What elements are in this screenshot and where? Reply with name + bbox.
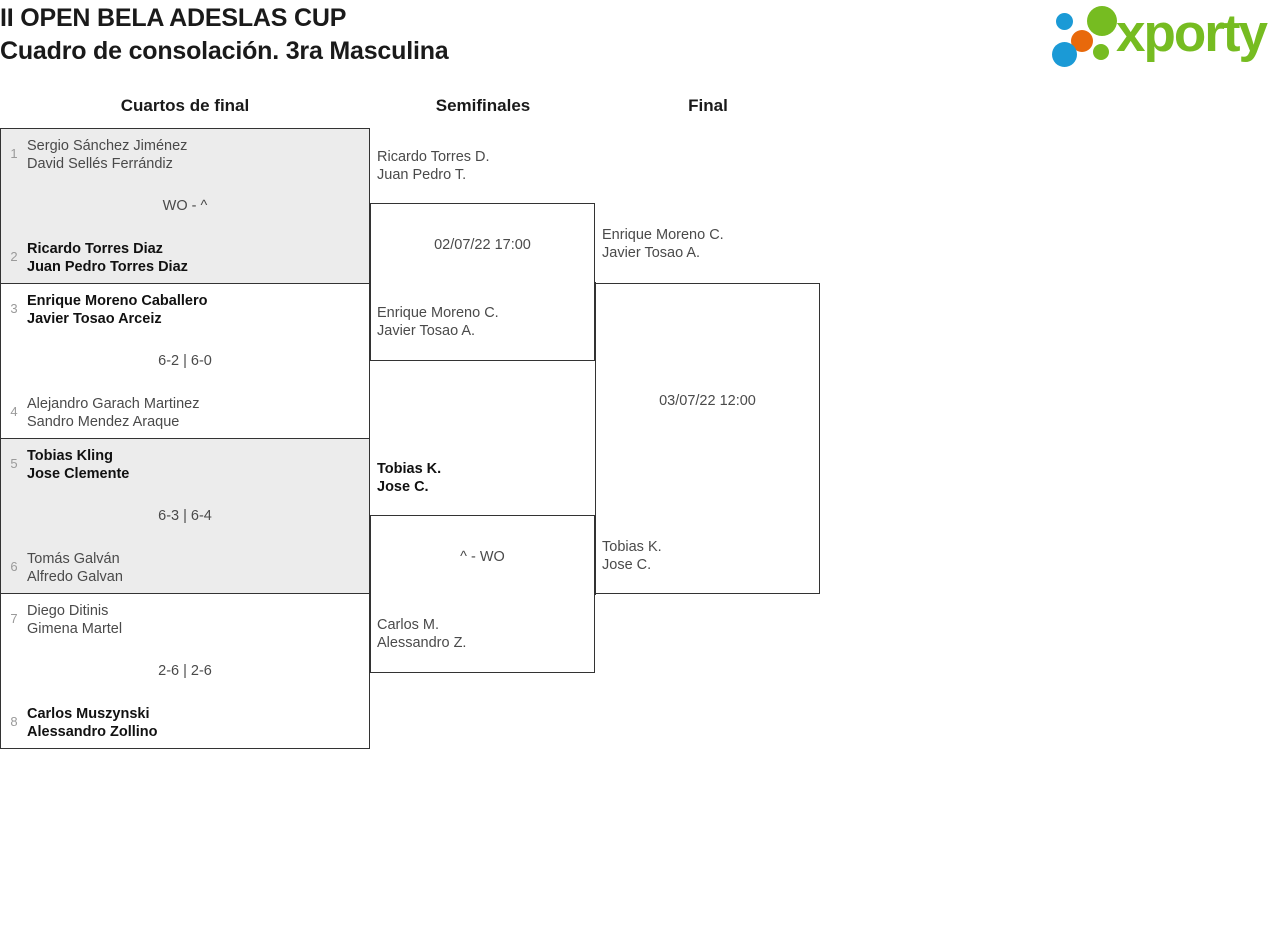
team-entry: Tobias Kling Jose Clemente: [27, 447, 357, 483]
match-score: ^ - WO: [460, 549, 505, 565]
player-name: Tomás Galván: [27, 551, 120, 567]
final-bottom-team: Tobias K. Jose C.: [602, 538, 817, 574]
player-name: Gimena Martel: [27, 621, 123, 637]
quarterfinals-column: 1 Sergio Sánchez Jiménez David Sellés Fe…: [0, 128, 370, 749]
player-name: Jose C.: [377, 479, 429, 495]
player-name: Alessandro Zollino: [27, 724, 158, 740]
player-name: Javier Tosao Arceiz: [27, 311, 162, 327]
player-name: Juan Pedro T.: [377, 167, 467, 183]
round-header-final: Final: [688, 96, 728, 115]
round-header-semifinals: Semifinales: [435, 96, 531, 115]
page-header: II OPEN BELA ADESLAS CUP Cuadro de conso…: [0, 0, 1280, 80]
bracket-subtitle: Cuadro de consolación. 3ra Masculina: [0, 37, 449, 65]
tournament-name: II OPEN BELA ADESLAS CUP: [0, 4, 347, 32]
semifinal-1-top-team: Ricardo Torres D. Juan Pedro T.: [377, 148, 592, 184]
xporty-logo[interactable]: xporty: [1046, 4, 1274, 68]
bracket-connector: [595, 282, 596, 283]
logo-dot-blue-small: [1056, 13, 1073, 30]
player-name: David Sellés Ferrándiz: [27, 156, 173, 172]
quarterfinal-match-1[interactable]: 1 Sergio Sánchez Jiménez David Sellés Fe…: [1, 129, 369, 284]
logo-wordmark: xporty: [1116, 4, 1268, 63]
player-name: Enrique Moreno Caballero: [27, 293, 208, 309]
seed-number: 8: [10, 714, 18, 729]
team-entry: Ricardo Torres Diaz Juan Pedro Torres Di…: [27, 240, 357, 276]
player-name: Alfredo Galvan: [27, 569, 123, 585]
seed-number: 1: [10, 146, 18, 161]
player-name: Tobias K.: [377, 461, 442, 477]
semifinal-match-2[interactable]: ^ - WO: [370, 515, 595, 673]
semifinal-match-1[interactable]: 02/07/22 17:00: [370, 203, 595, 361]
bracket-connector: [595, 594, 596, 595]
seed-number: 4: [10, 404, 18, 419]
final-match[interactable]: 03/07/22 12:00: [595, 283, 820, 594]
match-score: 6-2 | 6-0: [158, 353, 212, 369]
logo-dot-green-large: [1087, 6, 1117, 36]
match-score: WO - ^: [162, 198, 208, 214]
team-entry: Diego Ditinis Gimena Martel: [27, 602, 357, 638]
round-header-quarterfinals: Cuartos de final: [120, 96, 250, 115]
team-entry: Carlos Muszynski Alessandro Zollino: [27, 705, 357, 741]
player-name: Alejandro Garach Martinez: [27, 396, 200, 412]
logo-dot-green-small: [1093, 44, 1109, 60]
player-name: Tobias Kling: [27, 448, 113, 464]
match-datetime: 03/07/22 12:00: [659, 393, 756, 409]
player-name: Carlos Muszynski: [27, 706, 150, 722]
quarterfinal-match-4[interactable]: 7 Diego Ditinis Gimena Martel 2-6 | 2-6 …: [1, 594, 369, 749]
semifinal-2-top-team: Tobias K. Jose C.: [377, 460, 592, 496]
logo-dot-orange: [1071, 30, 1093, 52]
seed-number: 5: [10, 456, 18, 471]
player-name: Carlos M.: [377, 617, 440, 633]
logo-dot-blue-large: [1052, 42, 1077, 67]
team-entry: Alejandro Garach Martinez Sandro Mendez …: [27, 395, 357, 431]
player-name: Sandro Mendez Araque: [27, 414, 180, 430]
player-name: Jose C.: [602, 557, 652, 573]
player-name: Javier Tosao A.: [377, 323, 476, 339]
seed-number: 6: [10, 559, 18, 574]
match-score: 2-6 | 2-6: [158, 663, 212, 679]
logo-dots-icon: [1046, 4, 1124, 67]
seed-number: 7: [10, 611, 18, 626]
player-name: Ricardo Torres D.: [377, 149, 490, 165]
player-name: Tobias K.: [602, 539, 662, 555]
final-top-team: Enrique Moreno C. Javier Tosao A.: [602, 226, 817, 262]
player-name: Diego Ditinis: [27, 603, 109, 619]
tournament-title: II OPEN BELA ADESLAS CUP Cuadro de conso…: [0, 2, 900, 68]
player-name: Javier Tosao A.: [602, 245, 701, 261]
quarterfinal-match-2[interactable]: 3 Enrique Moreno Caballero Javier Tosao …: [1, 284, 369, 439]
semifinal-1-bottom-team: Enrique Moreno C. Javier Tosao A.: [377, 304, 592, 340]
seed-number: 3: [10, 301, 18, 316]
team-entry: Sergio Sánchez Jiménez David Sellés Ferr…: [27, 137, 357, 173]
quarterfinal-match-3[interactable]: 5 Tobias Kling Jose Clemente 6-3 | 6-4 6…: [1, 439, 369, 594]
player-name: Jose Clemente: [27, 466, 130, 482]
semifinal-2-bottom-team: Carlos M. Alessandro Z.: [377, 616, 592, 652]
player-name: Sergio Sánchez Jiménez: [27, 138, 188, 154]
player-name: Enrique Moreno C.: [602, 227, 724, 243]
match-score: 6-3 | 6-4: [158, 508, 212, 524]
player-name: Ricardo Torres Diaz: [27, 241, 163, 257]
team-entry: Tomás Galván Alfredo Galvan: [27, 550, 357, 586]
player-name: Enrique Moreno C.: [377, 305, 499, 321]
seed-number: 2: [10, 249, 18, 264]
team-entry: Enrique Moreno Caballero Javier Tosao Ar…: [27, 292, 357, 328]
player-name: Juan Pedro Torres Diaz: [27, 259, 188, 275]
match-datetime: 02/07/22 17:00: [434, 237, 531, 253]
player-name: Alessandro Z.: [377, 635, 467, 651]
